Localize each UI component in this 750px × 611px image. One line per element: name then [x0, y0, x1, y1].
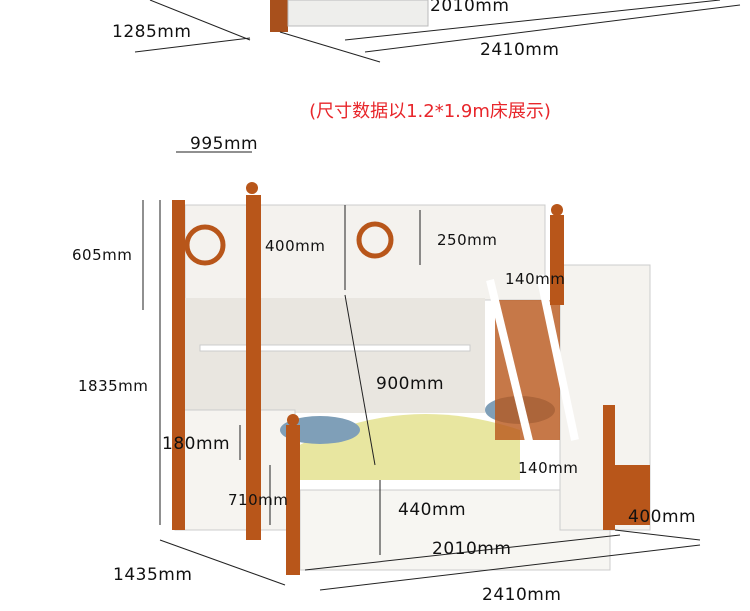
size-note: (尺寸数据以1.2*1.9m床展示): [309, 101, 551, 122]
guard-gap-label: 250mm: [437, 231, 498, 249]
total-height-label: 1835mm: [78, 377, 149, 395]
outer-length-label: 2410mm: [482, 585, 562, 605]
guard-height-label: 400mm: [265, 237, 326, 255]
top-width-label: 995mm: [190, 134, 259, 154]
top-depth-label: 1285mm: [112, 22, 192, 42]
inner-length-label: 2010mm: [432, 539, 512, 559]
dimension-lines: [142, 151, 701, 591]
headboard-height-label: 605mm: [72, 246, 133, 264]
top-bed-fragment: [134, 0, 741, 63]
depth-label: 1435mm: [113, 565, 193, 585]
bunk-bed: [172, 182, 651, 575]
lower-rail-label: 180mm: [162, 434, 231, 454]
upper-rail-label: 140mm: [505, 270, 566, 288]
lower-side-label: 140mm: [518, 459, 579, 477]
lower-height-label: 710mm: [228, 491, 289, 509]
stair-width-label: 400mm: [628, 507, 697, 527]
top-inner-length-label: 2010mm: [430, 0, 510, 16]
top-outer-length-label: 2410mm: [480, 40, 560, 60]
clearance-label: 900mm: [376, 374, 445, 394]
trundle-height-label: 440mm: [398, 500, 467, 520]
